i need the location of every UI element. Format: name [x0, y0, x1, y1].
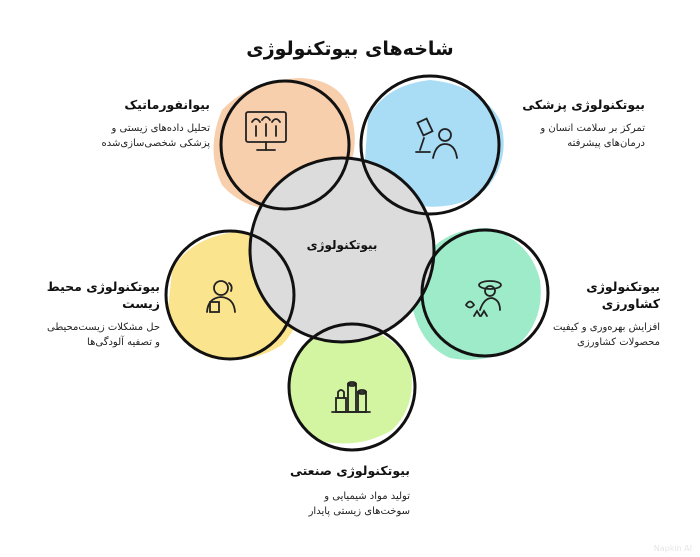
diagram-title: شاخه‌های بیوتکنولوژی — [246, 38, 454, 60]
monitor-plants-icon — [245, 111, 287, 151]
factory-icon — [331, 381, 371, 413]
branch-desc-line1: تمرکز بر سلامت انسان و — [540, 123, 645, 134]
outline-environment — [164, 229, 296, 361]
branch-desc-line1: تحلیل داده‌های زیستی و — [111, 123, 210, 134]
branch-agriculture: بیوتکنولوژی کشاورزی افزایش بهره‌وری و کی… — [540, 278, 660, 350]
branch-heading-line2: کشاورزی — [601, 296, 660, 311]
branch-bioinformatics: بیوانفورماتیک تحلیل داده‌های زیستی و پزش… — [90, 96, 210, 151]
branch-desc-line1: تولید مواد شیمیایی و — [324, 491, 410, 502]
fill-agriculture — [412, 228, 541, 360]
cleanup-worker-icon — [206, 280, 236, 313]
branch-heading: بیوتکنولوژی صنعتی — [289, 463, 410, 478]
watermark: Napkin AI — [653, 544, 692, 553]
branch-desc-line2: محصولات کشاورزی — [577, 337, 660, 348]
branch-heading: بیوتکنولوژی — [586, 279, 660, 294]
branch-heading: بیوتکنولوژی محیط — [46, 279, 160, 294]
farmer-icon — [464, 280, 502, 317]
branch-environment: بیوتکنولوژی محیط زیست حل مشکلات زیست‌محی… — [20, 278, 160, 350]
outline-medical — [359, 74, 501, 216]
branch-medical: بیوتکنولوژی پزشکی تمرکز بر سلامت انسان و… — [500, 96, 645, 151]
branch-heading-line2: زیست — [122, 296, 160, 311]
branch-desc-line2: درمان‌های پیشرفته — [567, 138, 645, 149]
branch-desc-line2: پزشکی شخصی‌سازی‌شده — [101, 138, 210, 149]
doctor-microscope-icon — [415, 117, 458, 159]
branch-industrial: بیوتکنولوژی صنعتی تولید مواد شیمیایی و س… — [280, 462, 410, 519]
branch-heading: بیوانفورماتیک — [124, 97, 210, 112]
center-label: بیوتکنولوژی — [306, 238, 378, 252]
fill-medical — [365, 80, 504, 207]
branch-desc-line1: افزایش بهره‌وری و کیفیت — [552, 322, 660, 333]
branch-heading: بیوتکنولوژی پزشکی — [522, 97, 645, 112]
branch-desc-line2: و تصفیه آلودگی‌ها — [87, 337, 160, 348]
outline-bioinformatics — [219, 79, 351, 211]
branch-desc-line2: سوخت‌های زیستی پایدار — [308, 506, 410, 517]
branch-desc-line1: حل مشکلات زیست‌محیطی — [46, 322, 160, 333]
fill-center — [250, 158, 434, 342]
outline-industrial — [287, 322, 417, 452]
outline-center — [248, 156, 436, 344]
